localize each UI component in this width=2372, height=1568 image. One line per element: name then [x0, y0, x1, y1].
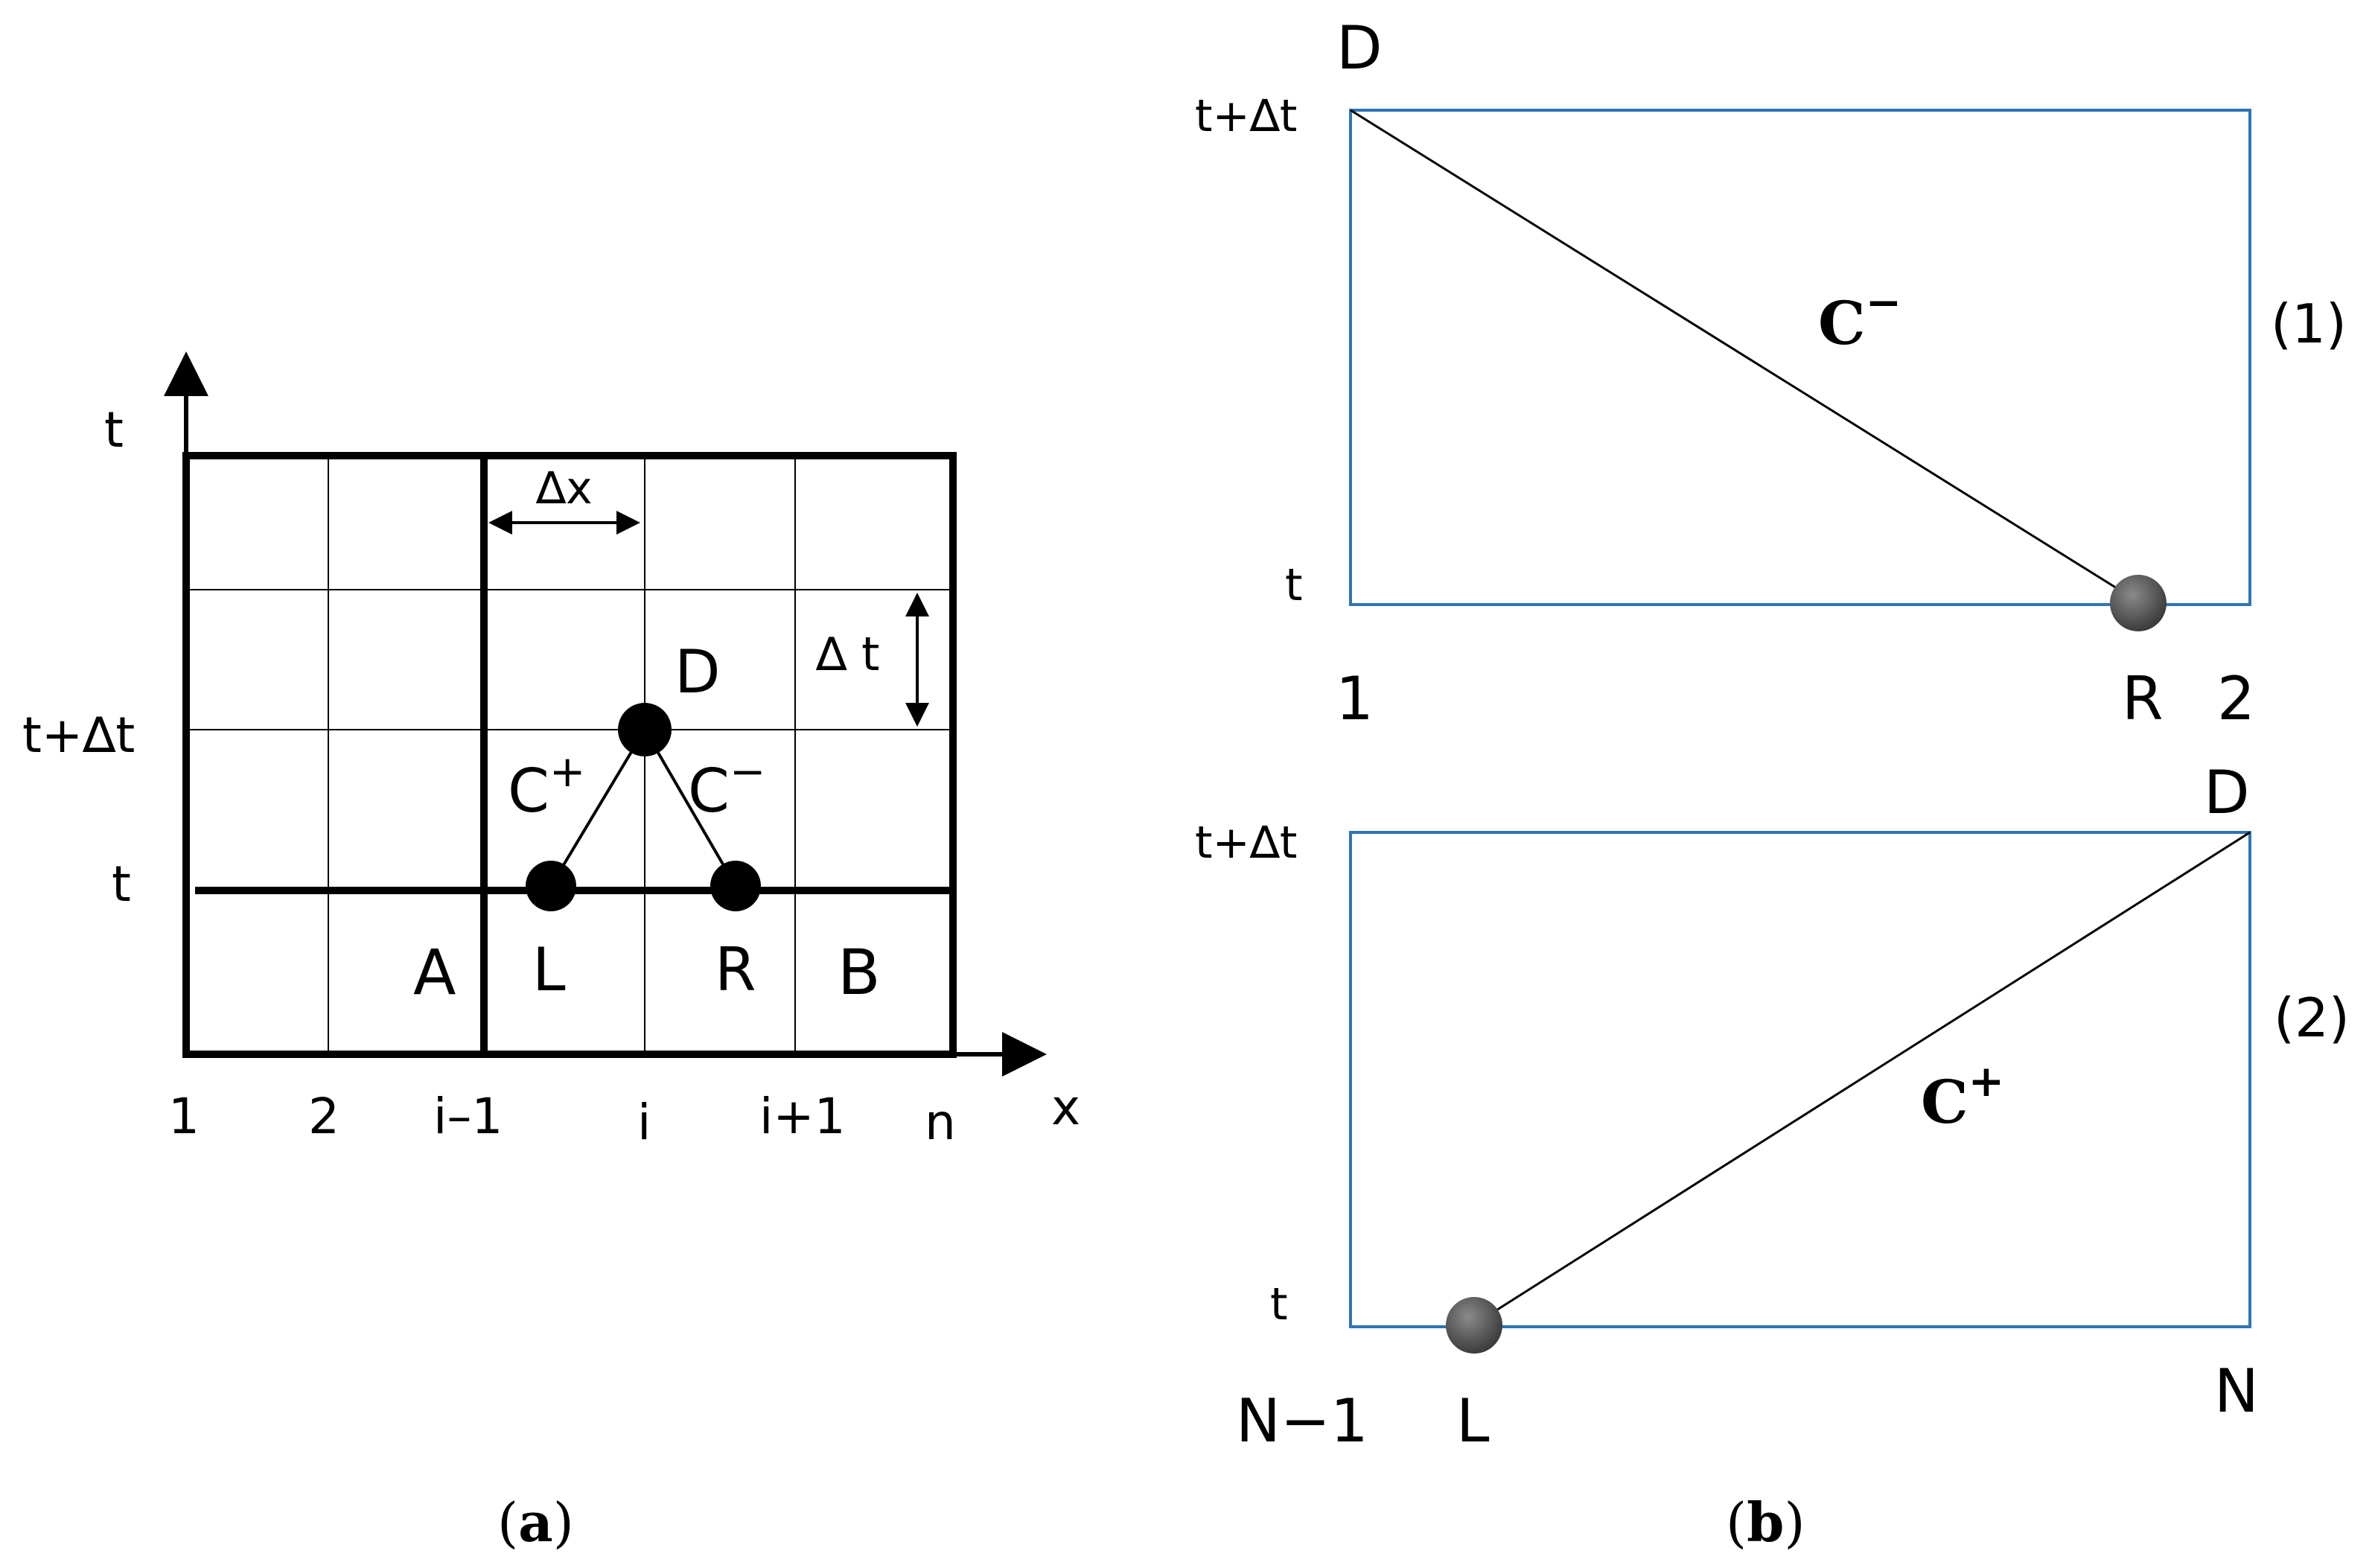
region-A-label: A — [413, 936, 456, 1009]
caption-a: (a) — [497, 1491, 574, 1554]
panel-b-case-2: D t+∆t t N−1 L N C+ (2) — [1195, 758, 2350, 1456]
c-plus-line — [549, 728, 646, 887]
col-label: i–1 — [433, 1088, 503, 1145]
case2-bottom-label: t — [1270, 1278, 1288, 1330]
col-label: n — [925, 1094, 956, 1151]
case2-label: (2) — [2274, 987, 2350, 1049]
row-label-t-dt: t+∆t — [22, 707, 135, 764]
case2-left-node-label: N−1 — [1236, 1386, 1368, 1456]
case2-box — [1349, 831, 2251, 1328]
point-D-label: D — [675, 637, 721, 707]
region-B-label: B — [838, 936, 881, 1009]
point-L-label: L — [532, 935, 566, 1004]
case2-top-label: t+∆t — [1195, 817, 1297, 869]
row-label-t: t — [112, 855, 131, 913]
case2-c-plus-line — [1472, 831, 2251, 1327]
case1-c-minus-line — [1350, 109, 2139, 603]
caption-b: (b) — [1726, 1491, 1805, 1554]
dx-label: ∆x — [535, 462, 593, 514]
c-minus-label: C− — [688, 746, 765, 826]
case2-point-D-label: D — [2204, 758, 2250, 827]
case2-point-L-label: L — [1456, 1386, 1490, 1456]
case1-point-D-label: D — [1336, 13, 1383, 83]
node-D — [618, 703, 672, 756]
x-axis-label: x — [1051, 1079, 1080, 1136]
case1-bottom-label: t — [1285, 559, 1303, 611]
grid-thin — [186, 456, 953, 1054]
case1-label: (1) — [2271, 293, 2347, 355]
case1-box — [1349, 109, 2251, 606]
col-label: 1 — [168, 1088, 200, 1145]
case1-top-label: t+∆t — [1195, 90, 1297, 142]
case1-node-R — [2110, 575, 2167, 631]
col-label: 2 — [308, 1088, 339, 1145]
case1-point-R-label: R — [2122, 664, 2164, 733]
node-L — [526, 861, 576, 911]
dt-label: ∆ t — [815, 627, 880, 681]
panel-a: ∆x ∆ t D L R A B C+ C− t x t+∆t t 1 2 i–… — [22, 351, 1080, 1554]
t-axis-label: t — [104, 401, 124, 459]
col-label: i+1 — [759, 1088, 846, 1145]
col-label: i — [637, 1094, 651, 1151]
case2-right-node-label: N — [2214, 1357, 2259, 1426]
c-minus-line — [643, 728, 737, 887]
panel-b-case-1: D t+∆t t 1 R 2 C− (1) — [1195, 13, 2347, 733]
case2-c-plus-label: C+ — [1921, 1056, 2004, 1137]
c-plus-label: C+ — [508, 746, 585, 826]
case1-right-node-label: 2 — [2217, 664, 2255, 733]
point-R-label: R — [715, 935, 756, 1004]
case1-c-minus-label: C− — [1818, 277, 1901, 358]
case2-node-L — [1446, 1297, 1502, 1354]
node-R — [710, 861, 761, 911]
case1-left-node-label: 1 — [1336, 664, 1374, 733]
